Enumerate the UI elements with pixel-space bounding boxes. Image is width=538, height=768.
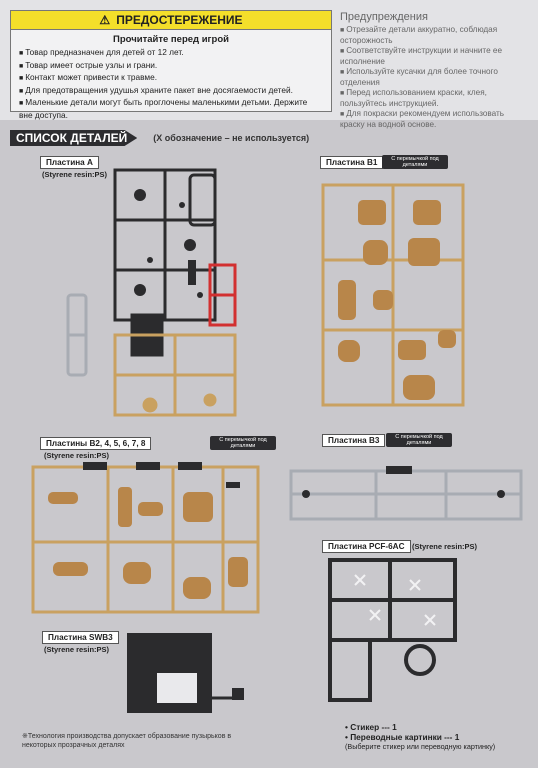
tip-item: Используйте кусачки для более точного от… [340,67,530,88]
tips-title: Предупреждения [340,11,428,23]
choose-note: (Выберите стикер или переводную картинку… [345,742,496,751]
tip-item: Для покраски рекомендуем использовать кр… [340,109,530,130]
sprue-tag: С перемычкой под деталями [382,155,448,169]
tip-item: Перед использованием краски, клея, польз… [340,88,530,109]
plate-b2-8-runner [31,462,260,614]
warning-box: ⚠ ПРЕДОСТЕРЕЖЕНИЕ Прочитайте перед игрой… [10,10,332,120]
plate-b3-label: Пластина В3 [322,434,386,447]
plate-pcf-material: (Styrene resin:PS) [412,542,478,551]
footer-accessories: • Стикер --- 1 • Переводные картинки ---… [345,722,525,752]
warning-item: Для предотвращения удушья храните пакет … [19,85,323,98]
plate-b1-runner [321,183,465,407]
plate-swb3-material: (Styrene resin:PS) [44,645,110,654]
warning-header: ⚠ ПРЕДОСТЕРЕЖЕНИЕ [11,11,331,30]
plate-b2-8-material: (Styrene resin:PS) [44,451,110,460]
sticker-count: • Стикер --- 1 [345,722,397,732]
top-section: ⚠ ПРЕДОСТЕРЕЖЕНИЕ Прочитайте перед игрой… [0,0,538,129]
warning-item: Контакт может привести к травме. [19,72,323,85]
tips-column: Предупреждения Отрезайте детали аккуратн… [340,12,530,130]
parts-list-title: СПИСОК ДЕТАЛЕЙ [10,130,138,146]
plate-swb3-runner [127,633,244,713]
parts-list-header: СПИСОК ДЕТАЛЕЙ (Х обозначение – не испол… [10,130,309,146]
warning-title: ПРЕДОСТЕРЕЖЕНИЕ [116,13,243,27]
plate-a-runner [66,168,237,417]
plate-pcf-label: Пластина PCF-6AC [322,540,411,553]
tip-item: Отрезайте детали аккуратно, соблюдая ост… [340,25,530,46]
warning-triangle-icon: ⚠ [99,13,111,27]
warning-item: Товар имеет острые узлы и грани. [19,60,323,73]
warning-item: Товар предназначен для детей от 12 лет. [19,47,323,60]
warning-subtitle: Прочитайте перед игрой [113,34,229,45]
plate-b2-8-label: Пластины В2, 4, 5, 6, 7, 8 [40,437,152,450]
plate-a-material: (Styrene resin:PS) [42,170,108,179]
plate-swb3-label: Пластина SWB3 [42,631,119,644]
footer-note: ※Технология производства допускает образ… [22,733,232,749]
plate-pcf-runner [328,558,457,702]
plate-a-label: Пластина А [40,156,99,169]
sprue-tag: С перемычкой под деталями [386,433,452,447]
sprue-tag: С перемычкой под деталями [210,436,276,450]
warning-item: Маленькие детали могут быть проглочены м… [19,97,323,120]
decal-count: • Переводные картинки --- 1 [345,732,460,742]
warning-list: Товар предназначен для детей от 12 лет. … [11,47,331,120]
tip-item: Соответствуйте инструкции и начните ее и… [340,46,530,67]
parts-list-note: (Х обозначение – не используется) [153,133,310,143]
plate-b3-runner [289,466,523,521]
plate-b1-label: Пластина В1 [320,156,384,169]
